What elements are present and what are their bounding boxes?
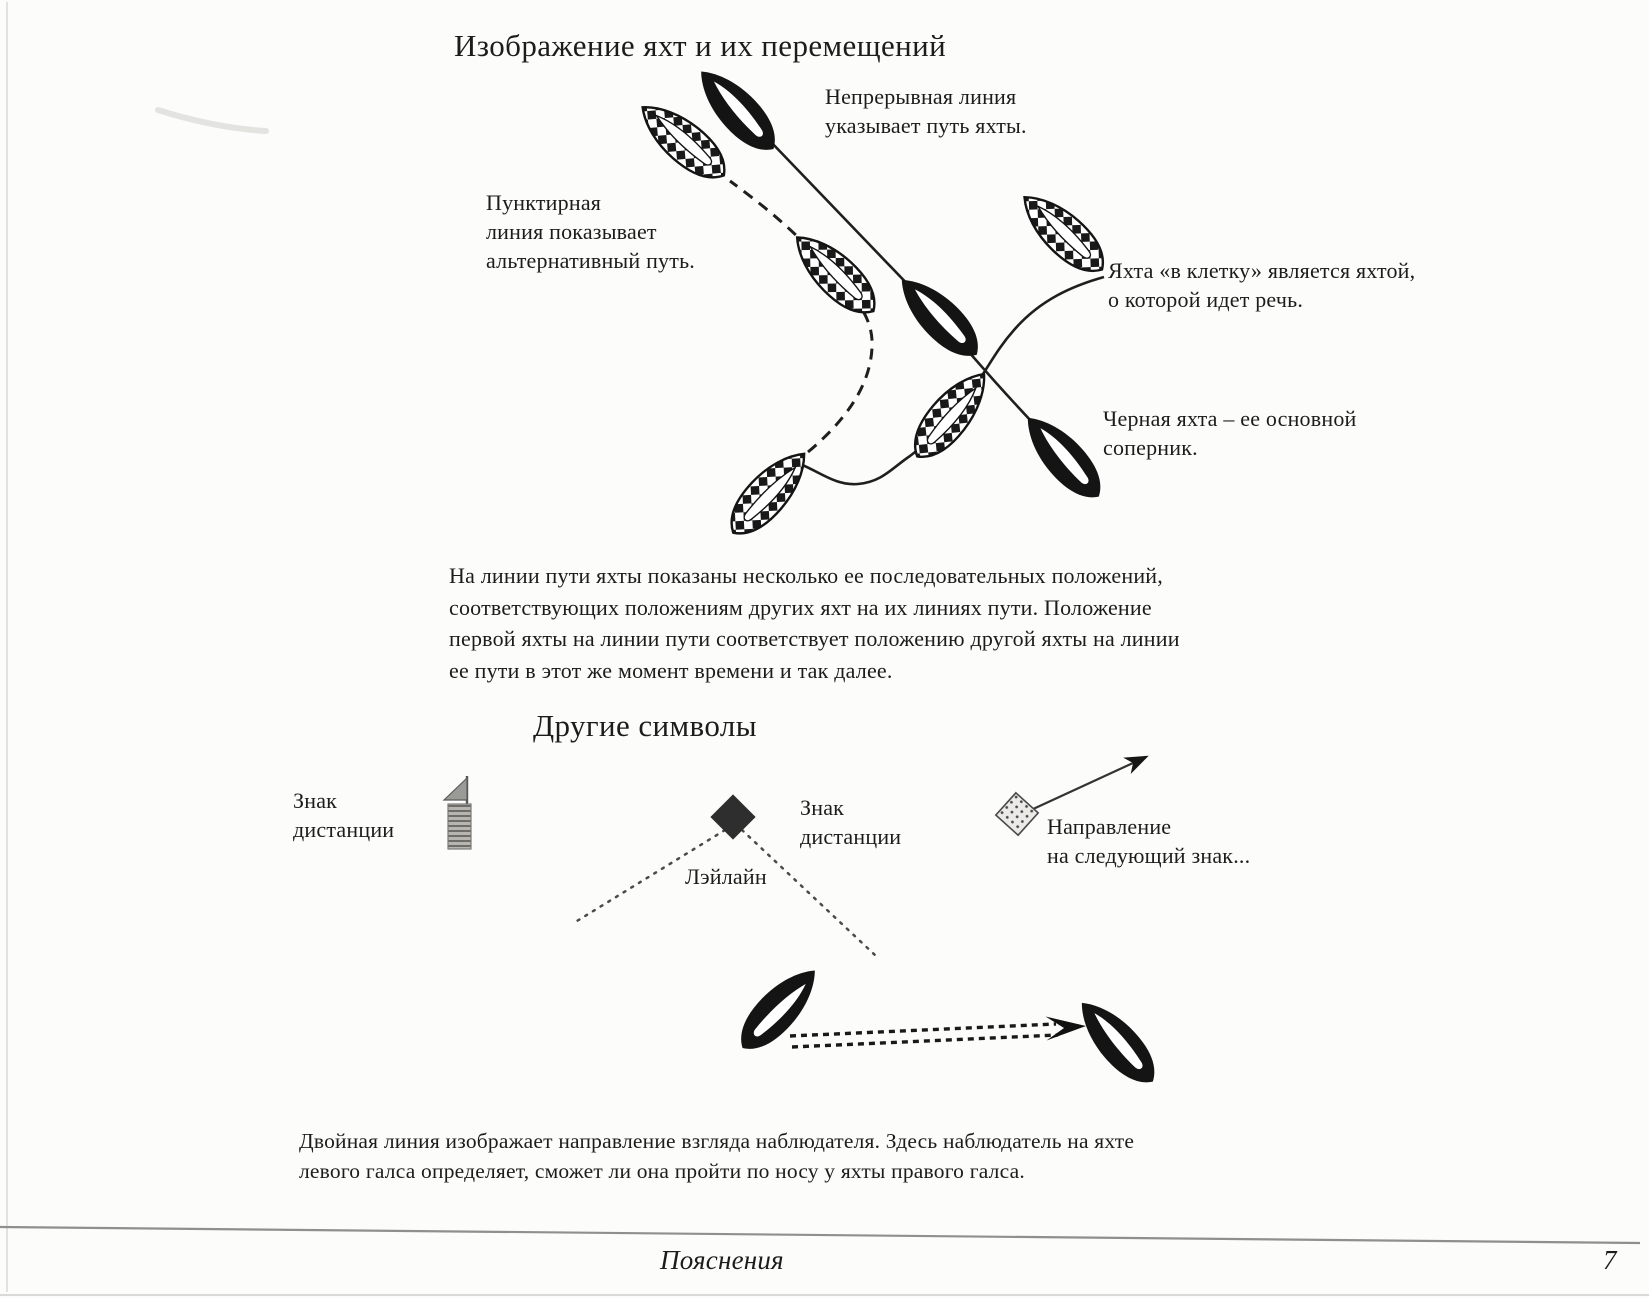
footer-chapter: Пояснения [660,1245,784,1275]
label-layline: Лэйлайн [685,864,767,889]
footer-page-number: 7 [1603,1245,1617,1275]
checkered-yacht-icon [1009,181,1117,285]
checkered-yacht-icon [900,360,1001,470]
distance-mark-diamond-icon [710,794,756,840]
layline-right [740,828,878,958]
checkered-mark-icon [994,791,1040,837]
label-dashed-line: Пунктирная линия показывает альтернативн… [486,190,696,273]
label-direction-next-mark: Направление на следующий знак... [1047,814,1251,868]
checkered-yacht-icon [782,222,889,327]
other-symbols-diagram [442,755,1149,958]
label-continuous-line: Непрерывная линия указывает путь яхты. [825,84,1027,138]
black-yacht-icon [1067,989,1168,1095]
label-checkered-yacht: Яхта «в клетку» является яхтой, о которо… [1108,258,1416,312]
observer-diagram [728,957,1168,1095]
checkered-yacht-icon [717,439,820,547]
section-title-other-symbols: Другие символы [533,708,757,743]
black-yacht-icon [1013,404,1114,510]
label-distance-mark-left: Знак дистанции [293,788,395,842]
footer-rule [0,1225,1641,1245]
caption-track-positions: На линии пути яхты показаны несколько ее… [449,563,1180,683]
yacht-track-diagram [628,58,1117,547]
direction-arrow-icon [1030,755,1149,811]
black-yacht-icon [888,266,991,369]
sight-line-upper [789,1022,1057,1038]
alternative-path-dashed-line [729,179,874,454]
distance-buoy-icon [442,776,472,850]
layline-left [575,828,727,923]
black-yacht-path-line [769,140,1033,423]
caption-observer: Двойная линия изображает направление взг… [299,1129,1135,1183]
sight-arrowhead-icon [1045,1016,1086,1041]
page-title: Изображение яхт и их перемещений [454,28,947,63]
scan-smudge [155,107,269,134]
label-distance-mark-center: Знак дистанции [800,795,902,849]
sight-line-lower [791,1033,1059,1049]
label-black-yacht: Черная яхта – ее основной соперник. [1103,406,1357,460]
